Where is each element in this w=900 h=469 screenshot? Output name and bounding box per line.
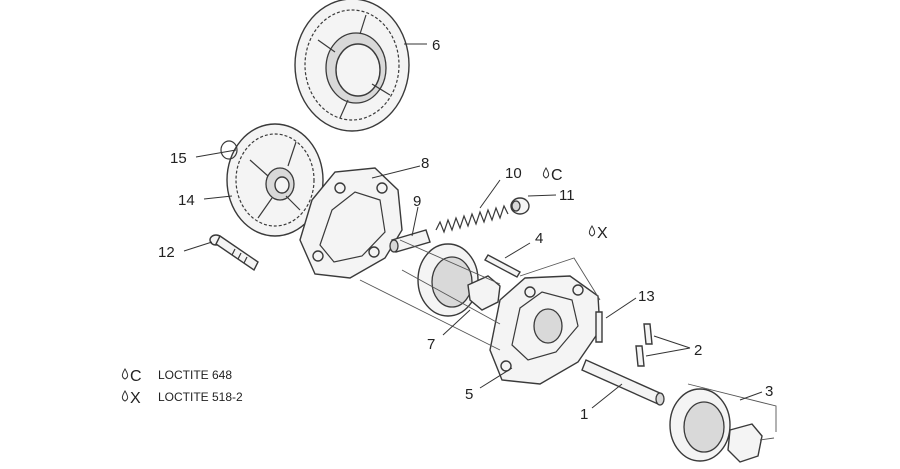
callout-4: 4 [535,230,543,247]
part-6-large-gear [294,0,410,132]
part-15-circlip [220,140,238,160]
part-12-bolt [209,234,259,272]
callout-10: 10 [505,165,522,182]
callout-8: 8 [421,155,429,172]
part-8-pump-cover [299,167,403,279]
part-5-pump-body [489,275,601,385]
leader-lines [183,43,763,409]
callout-13: 13 [638,288,655,305]
liquid-drop-icon [588,225,596,237]
callout-6: 6 [432,37,440,54]
part-11-plug [510,197,530,215]
callout-1: 1 [580,406,588,423]
alignment-guides [359,239,777,441]
marker-c-letter: C [551,167,563,184]
part-9-plunger [389,229,431,253]
part-14-small-gear [226,123,324,237]
part-2-pins [635,323,653,367]
legend-symbol: X [130,390,141,407]
liquid-drop-icon [121,368,129,380]
marker-c-near-11: C [542,167,563,184]
callout-12: 12 [158,244,175,261]
part-1-shaft [581,311,665,406]
callout-11: 11 [559,187,575,204]
liquid-drop-icon [542,167,550,179]
legend-item-x: X LOCTITE 518-2 [121,390,243,407]
legend-label: LOCTITE 518-2 [158,390,243,404]
legend-label: LOCTITE 648 [158,368,232,382]
part-4-dowel-pin [484,254,521,278]
marker-x-letter: X [597,225,608,242]
liquid-drop-icon [121,390,129,402]
adhesive-legend: C LOCTITE 648 X LOCTITE 518-2 [121,368,243,407]
callout-2: 2 [694,342,702,359]
part-10-spring [435,204,509,234]
callout-5: 5 [465,386,473,403]
legend-item-c: C LOCTITE 648 [121,368,232,385]
marker-x-near-5: X [588,225,608,242]
legend-symbol: C [130,368,142,385]
callout-14: 14 [178,192,195,209]
callout-3: 3 [765,383,773,400]
part-7-rotor-set [417,243,501,317]
callout-15: 15 [170,150,187,167]
callout-9: 9 [413,193,421,210]
part-3-outer-rotor [669,388,763,463]
callout-7: 7 [427,336,435,353]
